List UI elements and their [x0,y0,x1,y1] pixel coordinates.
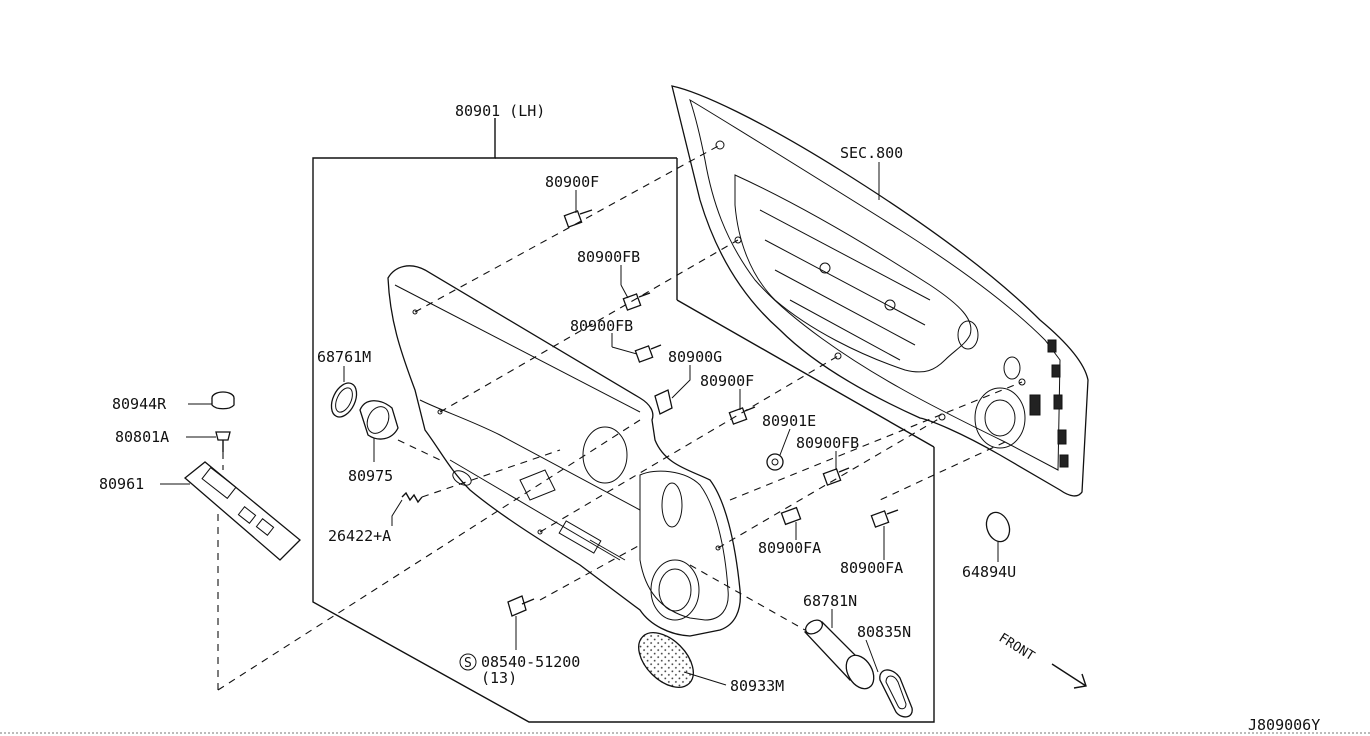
clip-80900FB-1 [622,292,651,311]
label-26422A: 26422+A [328,527,391,545]
label-80835N: 80835N [857,623,911,641]
clip-80900FB-3 [822,467,850,486]
screw-08540-51200 [507,595,535,617]
escutcheon-80835N [879,669,913,718]
leader-lines [160,162,999,686]
label-68781N: 68781N [803,592,857,610]
handle-cup-80975 [359,400,399,440]
label-80900FB-2: 80900FB [570,317,633,335]
assembly-frame [312,118,935,723]
label-80801A: 80801A [115,428,169,446]
door-inner-panel [671,85,1089,497]
label-screw-symbol: S [464,656,472,671]
screw-symbol-circle [459,653,477,671]
label-80961: 80961 [99,475,144,493]
clip-80901E [766,453,784,471]
label-64894U: 64894U [962,563,1016,581]
screw-80801A [215,431,231,452]
clip-80900F-top [563,209,593,228]
diagram-id: J809006Y [1248,716,1320,734]
label-screw: 08540-51200 [481,653,580,671]
label-80933M: 80933M [730,677,784,695]
plug-64894U [985,511,1011,543]
clip-80900F-mid [728,406,756,425]
label-assembly: 80901 (LH) [455,102,545,120]
clip-80900G [654,389,673,415]
label-80900FB-3: 80900FB [796,434,859,452]
clip-80900FA-2 [870,509,899,528]
label-sec: SEC.800 [840,144,903,162]
label-80900F-top: 80900F [545,173,599,191]
grille-80933M [638,632,694,688]
label-80900FA-2: 80900FA [840,559,903,577]
clip-80900FA-1 [780,506,802,526]
label-screw-qty: (13) [481,669,517,687]
label-80900FB-1: 80900FB [577,248,640,266]
cap-80944R [211,391,235,410]
label-80944R: 80944R [112,395,167,413]
grommet-68781N [803,619,875,690]
spring-26422A [401,491,423,504]
label-68761M: 68761M [317,348,371,366]
front-arrow: FRONT [996,631,1087,689]
door-trim-panel [387,265,741,637]
clip-80900FB-2 [634,344,662,363]
label-80900G: 80900G [668,348,722,366]
label-80900F-mid: 80900F [700,372,754,390]
dashed-guides [217,144,1023,691]
label-80901E: 80901E [762,412,816,430]
label-80975: 80975 [348,467,393,485]
bezel-80961 [183,461,301,561]
label-80900FA-1: 80900FA [758,539,821,557]
front-label: FRONT [996,631,1037,665]
ring-68761M [330,382,358,418]
